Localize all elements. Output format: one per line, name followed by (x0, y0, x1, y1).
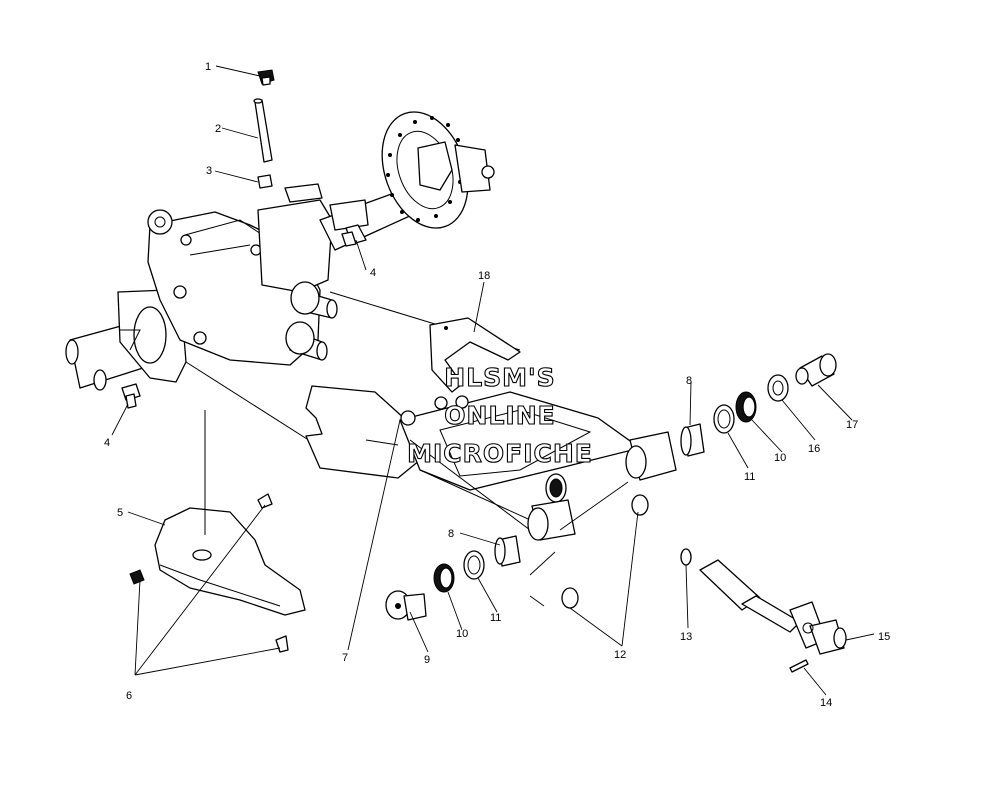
callout-4-right: 4 (370, 267, 376, 279)
callout-2: 2 (215, 123, 221, 135)
driveshaft-15 (699, 559, 847, 673)
seals-12-13 (561, 494, 692, 609)
watermark: HLSM'S ONLINE MICROFICHE (407, 362, 593, 468)
callout-16: 16 (808, 443, 820, 455)
gusset-18 (429, 317, 521, 393)
callout-12: 12 (614, 649, 626, 661)
watermark-line-3: MICROFICHE (407, 439, 593, 468)
leader-lines (111, 65, 875, 696)
swing-arm (305, 385, 677, 541)
callout-9: 9 (424, 654, 430, 666)
callout-4-left: 4 (104, 437, 110, 449)
callout-11-left: 11 (490, 612, 501, 624)
screws-6 (129, 493, 289, 653)
callout-5: 5 (117, 507, 123, 519)
rear-axle-assembly (65, 111, 521, 447)
callout-14: 14 (820, 697, 832, 709)
guard-5 (154, 410, 306, 616)
callout-8-right: 8 (686, 375, 692, 387)
callout-17: 17 (846, 419, 858, 431)
callout-10-right: 10 (774, 452, 786, 464)
callout-8-left: 8 (448, 528, 454, 540)
callout-1: 1 (205, 61, 211, 73)
callout-18: 18 (478, 270, 490, 282)
right-bearing-stack (680, 353, 837, 457)
callout-15: 15 (878, 631, 890, 643)
bolt-4-right (341, 224, 367, 247)
callout-13: 13 (680, 631, 692, 643)
callout-3: 3 (206, 165, 212, 177)
callout-labels: 1 2 3 4 4 5 6 7 8 8 9 10 10 11 11 12 13 … (104, 61, 890, 709)
callout-10-left: 10 (456, 628, 468, 640)
watermark-line-2: ONLINE (444, 401, 555, 430)
callout-11-right: 11 (744, 471, 755, 483)
callout-7: 7 (342, 652, 348, 664)
left-bearing-stack (385, 535, 521, 621)
watermark-line-1: HLSM'S (444, 363, 555, 392)
breather-hose-parts (253, 69, 275, 189)
callout-6: 6 (126, 690, 132, 702)
bolt-4-left (121, 383, 141, 409)
